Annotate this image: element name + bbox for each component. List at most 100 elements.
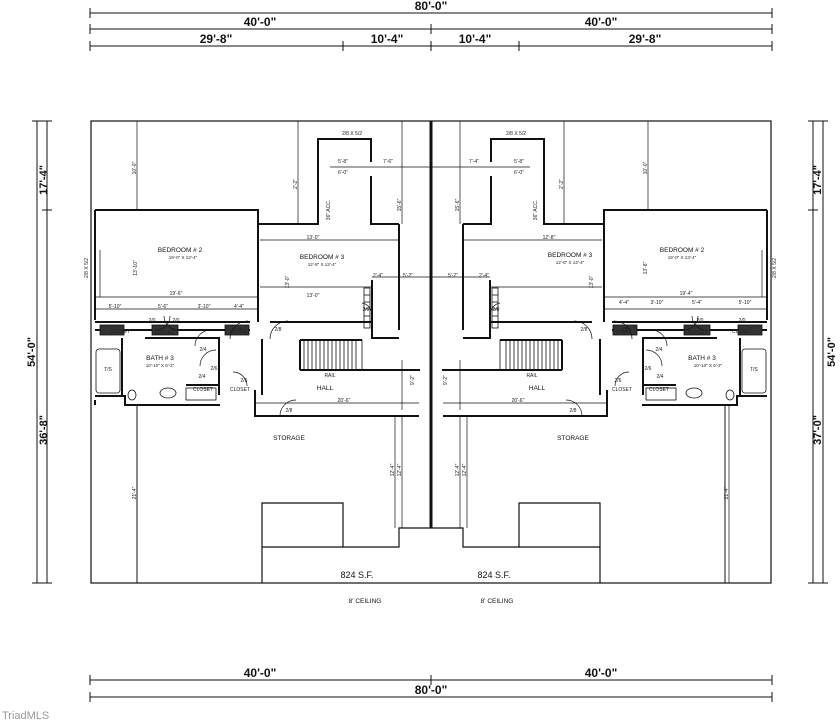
door-label-1: 2/8	[235, 327, 242, 333]
room-bedroom3-right: BEDROOM # 3	[548, 252, 593, 259]
dim-overall-top: 80'-0"	[415, 0, 448, 13]
unit-area-left: 824 S.F.	[340, 570, 373, 580]
closet-right-2: CLOSET	[688, 330, 708, 336]
dim-5-8-left: 5'-8"	[338, 159, 348, 165]
dim-5-2-left: 5'-2"	[403, 273, 413, 279]
door-label-12: 2/0	[697, 318, 704, 324]
interior-dim-lines	[95, 121, 767, 583]
door-label-3: 2/0	[149, 318, 156, 324]
dim-left-side-total: 54'-0"	[26, 337, 38, 367]
dim-12-4-c: 12'-4"	[455, 463, 461, 476]
ts-left: T/S	[104, 367, 112, 373]
dim-13-10-left: 13'-10"	[133, 260, 139, 276]
stairs-left	[299, 287, 371, 371]
door-label-11: 2/8	[581, 327, 588, 333]
dim-20-6-left: 20'-6"	[338, 398, 351, 404]
dim-right-side-lower: 37'-0"	[812, 415, 824, 445]
dim-13-4-left: 13'-0"	[285, 275, 291, 288]
closet-right-3: CLOSET	[612, 329, 632, 335]
dim-3-10-right: 3'-10"	[651, 300, 664, 306]
dim-9-8-right: 2'-2"	[559, 179, 565, 189]
dim-right-side-upper: 17'-4"	[812, 165, 824, 195]
dim-2-4-right: 2'-4"	[479, 273, 489, 279]
dim-5-6: 5'-6"	[158, 304, 168, 310]
room-hall-right: HALL	[529, 385, 546, 392]
dim-12-4-b: 12'-4"	[397, 463, 403, 476]
door-label-14: 2/4	[656, 347, 663, 353]
dim-12-8-upper-right: 12'-8"	[543, 235, 556, 241]
ceiling-left: 8' CEILING	[349, 598, 382, 605]
dim-12-4-d: 12'-4"	[462, 463, 468, 476]
door-label-6: 2/6	[211, 366, 218, 372]
closet-right-1: CLOSET	[732, 329, 752, 335]
dim-left-outer-top: 29'-8"	[200, 32, 233, 46]
door-label-5: 2/4	[200, 347, 207, 353]
stairs-right	[491, 287, 563, 371]
room-storage-right: STORAGE	[557, 435, 589, 442]
bottom-dimensions	[89, 675, 773, 702]
building-outline	[90, 120, 772, 584]
room-bedroom2-left: BEDROOM # 2	[158, 247, 203, 254]
dim-5-10-left: 5'-10"	[109, 304, 122, 310]
door-label-9: 2/8	[286, 408, 293, 414]
closet-left-3: CLOSET	[230, 329, 250, 335]
door-label-15: 2/6	[645, 366, 652, 372]
dim-19-4: 19'-4"	[680, 291, 693, 297]
window-label-right: 2/8 X 5/2	[506, 131, 526, 137]
room-storage-left: STORAGE	[273, 435, 305, 442]
dim-7-4: 7'-4"	[469, 159, 479, 165]
dim-9-2-right: 9'-2"	[443, 375, 449, 385]
dim-6-0-right: 6'-0"	[514, 170, 524, 176]
dim-13-8-right: 13'-8"	[643, 261, 649, 274]
dim-19-6: 19'-6"	[170, 291, 183, 297]
watermark: TriadMLS	[2, 710, 50, 722]
top-dimensions	[89, 8, 773, 51]
dim-right-outer-top: 29'-8"	[629, 32, 662, 46]
acc-label-left: 36" ACC.	[326, 200, 332, 220]
dim-5-8-right: 5'-8"	[514, 159, 524, 165]
door-swings	[154, 302, 708, 417]
dim-left-side-upper: 17'-4"	[38, 165, 50, 195]
dim-15-6-right: 15'-6"	[455, 198, 461, 211]
dim-5-4: 5'-4"	[692, 300, 702, 306]
door-label-8: 2/4	[199, 374, 206, 380]
acc-label-right: 36" ACC.	[533, 200, 539, 220]
room-bath3-right-size: 10'-10" X 6'-2"	[694, 363, 723, 368]
door-label-13: 2/0	[739, 318, 746, 324]
room-bath3-left-size: 10'-10" X 6'-2"	[146, 363, 175, 368]
rail-left: RAIL	[324, 373, 335, 379]
dim-left-inner-top: 10'-4"	[371, 32, 404, 46]
dim-left-half-top: 40'-0"	[244, 15, 277, 29]
door-label-19: 2/0	[363, 307, 370, 313]
dim-overall-bottom: 80'-0"	[415, 683, 448, 697]
dim-7-6: 7'-6"	[383, 159, 393, 165]
dim-20-6-right: 20'-6"	[512, 398, 525, 404]
door-label-20: 2/0	[493, 307, 500, 313]
bath-fixtures	[95, 324, 767, 401]
dim-right-half-bottom: 40'-0"	[585, 666, 618, 680]
rail-right: RAIL	[526, 373, 537, 379]
ceiling-right: 8' CEILING	[481, 598, 514, 605]
door-label-18: 2/8	[570, 408, 577, 414]
closet-left-2: CLOSET	[154, 330, 174, 336]
dim-21-4-left: 21'-4"	[132, 486, 138, 499]
dim-4-4-left: 4'-4"	[234, 304, 244, 310]
unit-area-right: 824 S.F.	[477, 570, 510, 580]
room-bedroom2-left-size: 19'-0" X 13'-4"	[169, 255, 198, 260]
dim-left-side-lower: 36'-8"	[38, 415, 50, 445]
dim-12-4-a: 12'-4"	[390, 463, 396, 476]
side-dimensions	[32, 120, 828, 584]
dim-9-2-left: 9'-2"	[410, 375, 416, 385]
dim-13-0-upper-left: 13'-0"	[307, 235, 320, 241]
room-bedroom3-left: BEDROOM # 3	[300, 254, 345, 261]
dim-9-8-left: 2'-2"	[293, 179, 299, 189]
win-left-side: 2/8 X 5/2	[84, 258, 90, 278]
dim-right-inner-top: 10'-4"	[459, 32, 492, 46]
room-bedroom2-right-size: 19'-0" X 13'-4"	[668, 255, 697, 260]
room-bath3-right: BATH # 3	[688, 355, 716, 362]
closet-left-1: CLOSET	[110, 329, 130, 335]
door-label-7: 2/6	[241, 378, 248, 384]
dim-5-2-right: 5'-2"	[448, 273, 458, 279]
ts-right: T/S	[750, 367, 758, 373]
